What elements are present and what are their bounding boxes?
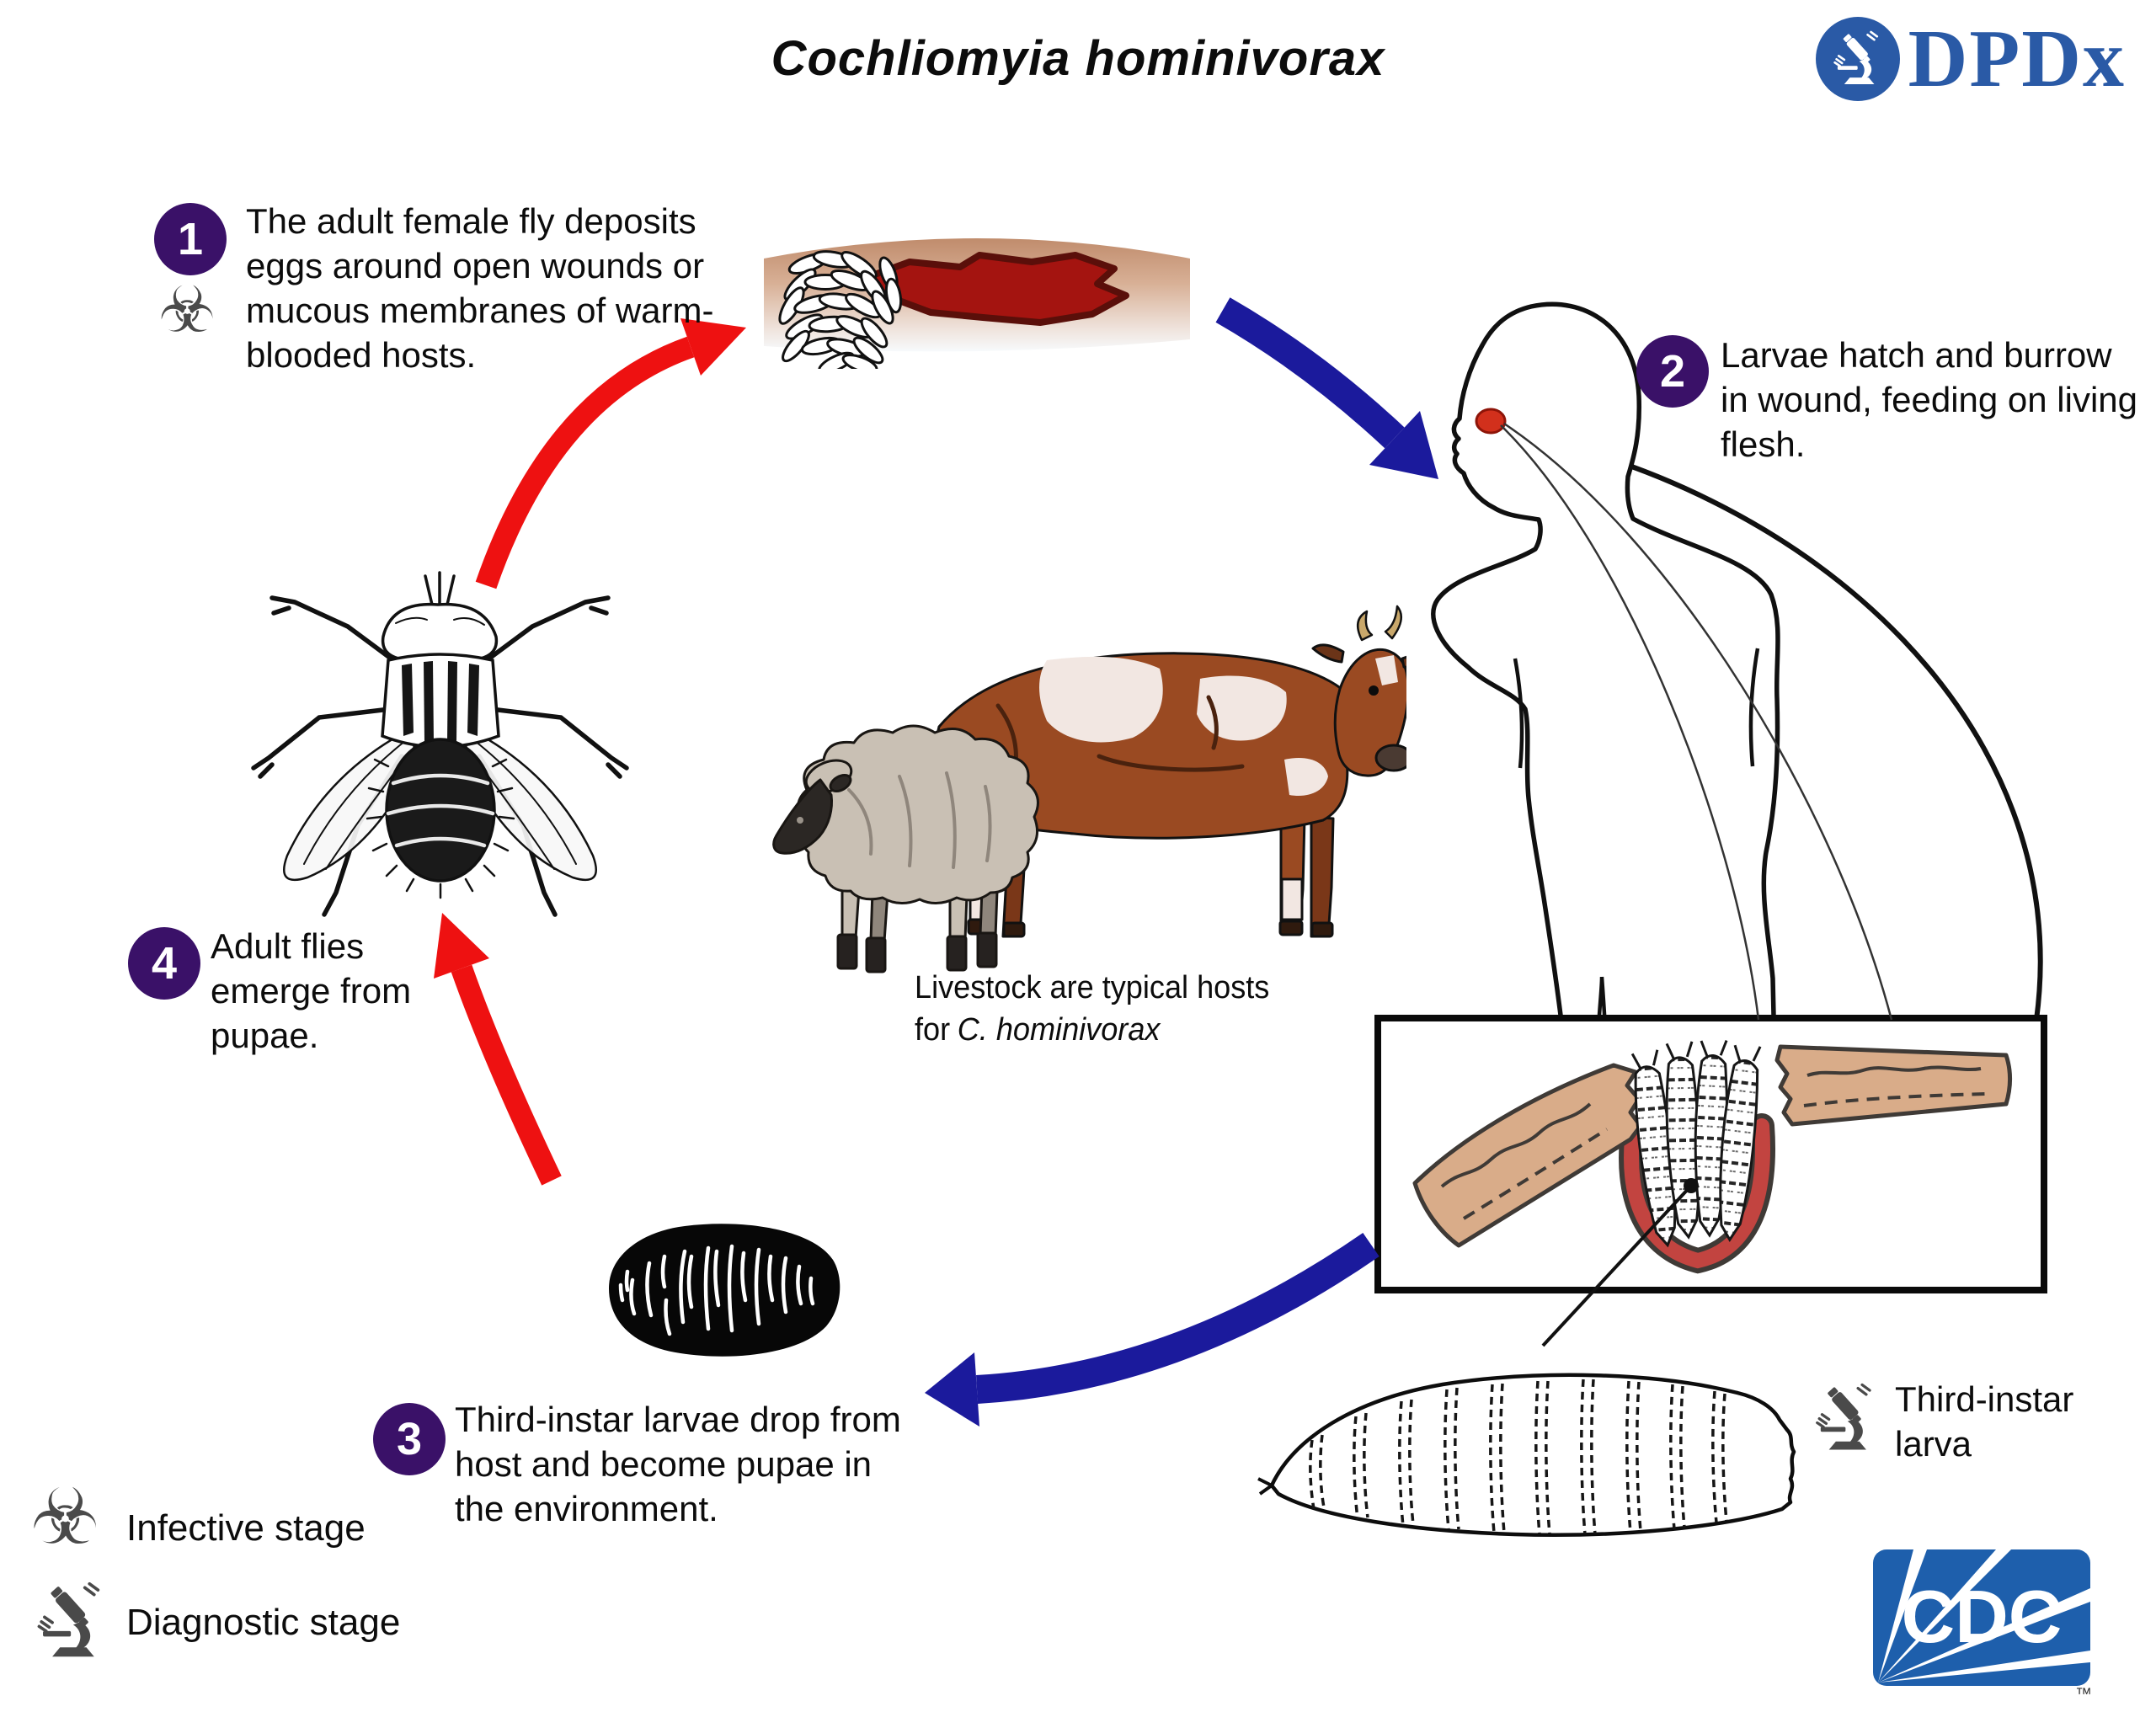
step-4-marker: 4: [128, 927, 200, 1000]
legend-infective-label: Infective stage: [126, 1507, 366, 1549]
step-4-text: Adult flies emerge from pupae.: [211, 926, 412, 1055]
biohazard-icon: ☣: [158, 272, 216, 347]
page-title: Cochliomyia hominivorax: [771, 31, 1385, 86]
red-arrow-pupa-to-fly: [434, 913, 562, 1186]
callout-line: [1503, 422, 1893, 1021]
larva-callout-line: [1541, 1184, 1693, 1347]
sheep-illustration: [772, 724, 1039, 973]
egg-cluster: [778, 250, 903, 369]
step-3-text: Third-instar larvae drop from host and b…: [455, 1400, 901, 1528]
third-instar-larva-illustration: [1257, 1373, 1796, 1537]
human-outline: [1431, 301, 1780, 1053]
skin-flap-left: [1412, 1063, 1643, 1248]
legend-diagnostic-label: Diagnostic stage: [126, 1602, 401, 1643]
larvae-in-wound: [1630, 1040, 1762, 1248]
wound-dot: [1475, 408, 1507, 435]
adult-fly-illustration: [251, 571, 629, 917]
cdc-wordmark: CDC: [1902, 1575, 2063, 1658]
livestock-species: C. hominivorax: [957, 1012, 1161, 1048]
skin-flap-right: [1774, 1044, 2012, 1127]
dpdx-wordmark: DPDx: [1908, 13, 2126, 104]
microscope-icon: [1812, 1383, 1881, 1452]
cdc-rays: [1878, 1549, 2090, 1683]
dpdx-microscope-icon: [1815, 17, 1900, 101]
wound-shape: [860, 252, 1129, 326]
livestock-caption-for: for: [915, 1012, 951, 1048]
step-1-text: The adult female fly deposits eggs aroun…: [246, 201, 714, 375]
callout-line: [1500, 424, 1760, 1021]
blue-arrow-larva-to-pupa: [925, 1233, 1380, 1427]
larva-label: Third-instar larva: [1895, 1379, 2074, 1464]
eggs-on-wound-illustration: [764, 238, 1190, 369]
dpdx-logo: DPDx: [1815, 13, 2126, 104]
wound-cross-section-inset: [1374, 1015, 2047, 1293]
livestock-caption-line1: Livestock are typical hosts: [915, 970, 1270, 1005]
cdc-tm: ™: [2075, 1685, 2092, 1704]
step-3-marker: 3: [373, 1403, 446, 1475]
step-2-marker: 2: [1636, 335, 1709, 408]
blue-arrow-eggs-to-human: [1215, 297, 1438, 479]
microscope-icon: [34, 1581, 111, 1659]
pupa-illustration: [609, 1224, 841, 1357]
step-1-marker: 1: [154, 203, 227, 275]
red-arrow-fly-to-eggs: [475, 318, 746, 589]
cdc-logo: CDC ™: [1871, 1548, 2097, 1704]
step-2-text: Larvae hatch and burrow in wound, feedin…: [1721, 335, 2138, 464]
biohazard-icon: ☣: [30, 1472, 100, 1562]
